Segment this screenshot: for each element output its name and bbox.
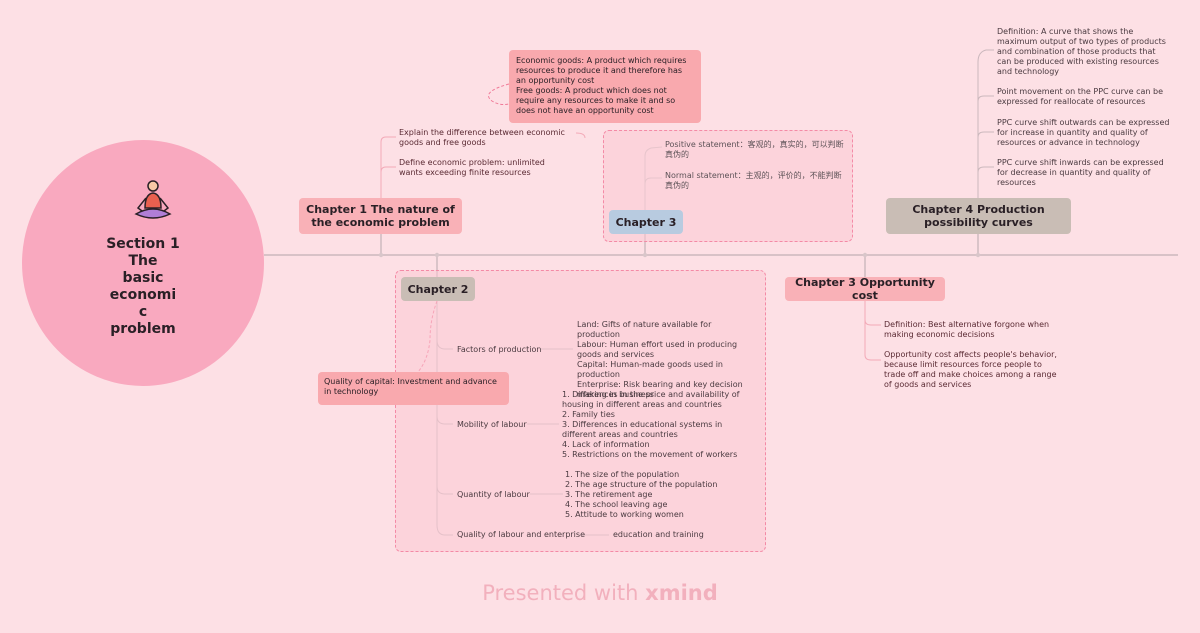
opportunity-cost-topic[interactable]: Chapter 3 Opportunity cost	[785, 276, 945, 302]
root-topic[interactable]: Section 1 The basic economi c problem	[22, 140, 264, 386]
chapter4-topic[interactable]: Chapter 4 Production possibility curves	[886, 198, 1071, 234]
xmind-brand-text: xmind	[645, 581, 718, 605]
quality-of-labour-detail[interactable]: education and training	[613, 530, 704, 539]
chapter2-group-area	[395, 270, 766, 552]
opportunity-cost-definition-item[interactable]: Definition: Best alternative forgone whe…	[884, 320, 1050, 339]
meditation-person-icon	[134, 180, 172, 219]
quality-of-capital-text: Quality of capital: Investment and advan…	[324, 377, 497, 396]
ppc-point-movement-item[interactable]: Point movement on the PPC curve can be e…	[997, 87, 1164, 106]
economic-free-goods-note[interactable]: Economic goods: A product which requires…	[509, 50, 701, 123]
root-title: Section 1 The basic economi c problem	[106, 236, 180, 337]
ppc-shift-inwards-item[interactable]: PPC curve shift inwards can be expressed…	[997, 158, 1164, 187]
mobility-of-labour-label[interactable]: Mobility of labour	[457, 420, 527, 429]
opportunity-cost-title: Chapter 3 Opportunity cost	[795, 276, 935, 302]
chapter1-title: Chapter 1 The nature of the economic pro…	[306, 203, 455, 229]
chapter3-title: Chapter 3	[615, 215, 677, 229]
ppc-definition-item[interactable]: Definition: A curve that shows the maxim…	[997, 27, 1166, 76]
presented-with-text: Presented with	[482, 581, 639, 605]
xmind-watermark: Presented with xmind	[0, 581, 1200, 605]
factors-of-production-label[interactable]: Factors of production	[457, 345, 542, 354]
opportunity-cost-behavior-item[interactable]: Opportunity cost affects people's behavi…	[884, 350, 1057, 389]
quality-of-capital-note[interactable]: Quality of capital: Investment and advan…	[318, 372, 509, 405]
chapter2-title: Chapter 2	[407, 282, 469, 296]
chapter3-topic[interactable]: Chapter 3	[609, 210, 683, 234]
quality-of-labour-label[interactable]: Quality of labour and enterprise	[457, 530, 585, 539]
chapter1-item-economic-problem[interactable]: Define economic problem: unlimited wants…	[399, 158, 545, 177]
quantity-of-labour-detail[interactable]: 1. The size of the population 2. The age…	[565, 470, 718, 519]
factors-of-production-detail[interactable]: Land: Gifts of nature available for prod…	[577, 320, 743, 399]
chapter1-item-goods-difference[interactable]: Explain the difference between economic …	[399, 128, 565, 147]
normal-statement-item[interactable]: Normal statement：主观的，评价的，不能判断真伪的	[665, 171, 842, 190]
chapter1-topic[interactable]: Chapter 1 The nature of the economic pro…	[299, 198, 462, 234]
ppc-shift-outwards-item[interactable]: PPC curve shift outwards can be expresse…	[997, 118, 1170, 147]
economic-free-goods-text: Economic goods: A product which requires…	[516, 56, 687, 115]
quantity-of-labour-label[interactable]: Quantity of labour	[457, 490, 530, 499]
mobility-of-labour-detail[interactable]: 1. Differences in the price and availabi…	[562, 390, 740, 459]
chapter2-topic[interactable]: Chapter 2	[401, 277, 475, 301]
chapter4-title: Chapter 4 Production possibility curves	[912, 203, 1045, 229]
positive-statement-item[interactable]: Positive statement：客观的，真实的，可以判断真伪的	[665, 140, 844, 159]
